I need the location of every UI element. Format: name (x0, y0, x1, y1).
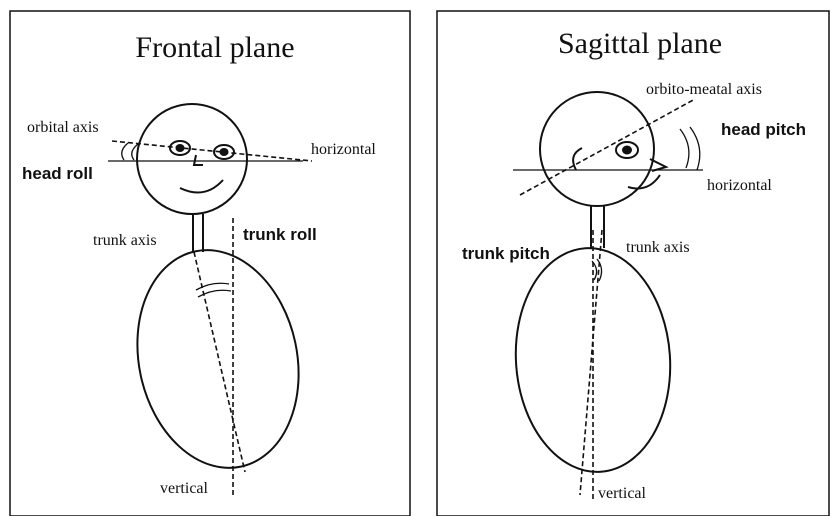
frontal-trunk (136, 249, 300, 469)
sagittal-title: Sagittal plane (558, 27, 722, 60)
frontal-orbital-axis-line (111, 140, 313, 162)
head-roll-angle-marks (121, 142, 139, 161)
frontal-orbital-axis-label: orbital axis (27, 119, 99, 136)
sagittal-ear (572, 147, 583, 171)
frontal-vertical-label: vertical (160, 480, 209, 497)
frontal-trunk-axis-label: trunk axis (93, 232, 157, 249)
orbito-meatal-axis-line (519, 98, 696, 196)
frontal-title: Frontal plane (135, 31, 294, 64)
sagittal-eye (615, 141, 639, 159)
sagittal-head (539, 91, 655, 207)
head-roll-label: head roll (22, 164, 93, 183)
sagittal-plane-panel: Sagittal plane orbito-meatal axis head p… (436, 10, 830, 516)
sagittal-mouth (627, 174, 661, 190)
trunk-pitch-label: trunk pitch (462, 244, 550, 263)
frontal-horizontal-label: horizontal (311, 141, 376, 158)
head-pitch-label: head pitch (721, 120, 806, 139)
frontal-nose (192, 154, 203, 166)
frontal-mouth (179, 179, 224, 194)
trunk-roll-label: trunk roll (243, 225, 317, 244)
sagittal-panel-frame (436, 10, 830, 516)
head-pitch-angle-marks (679, 126, 701, 171)
frontal-trunk-axis-line (193, 251, 246, 473)
frontal-head (136, 103, 248, 215)
frontal-plane-panel: Frontal plane orbital axis horizontal he… (9, 10, 411, 516)
sagittal-horizontal-label: horizontal (707, 177, 772, 194)
orbito-meatal-axis-label: orbito-meatal axis (646, 81, 762, 98)
frontal-panel-frame (9, 10, 411, 516)
sagittal-trunk-axis-label: trunk axis (626, 239, 690, 256)
sagittal-trunk (514, 247, 672, 473)
sagittal-vertical-label: vertical (598, 485, 647, 502)
trunk-roll-angle-marks (195, 282, 232, 298)
sagittal-trunk-axis-line (579, 229, 603, 496)
